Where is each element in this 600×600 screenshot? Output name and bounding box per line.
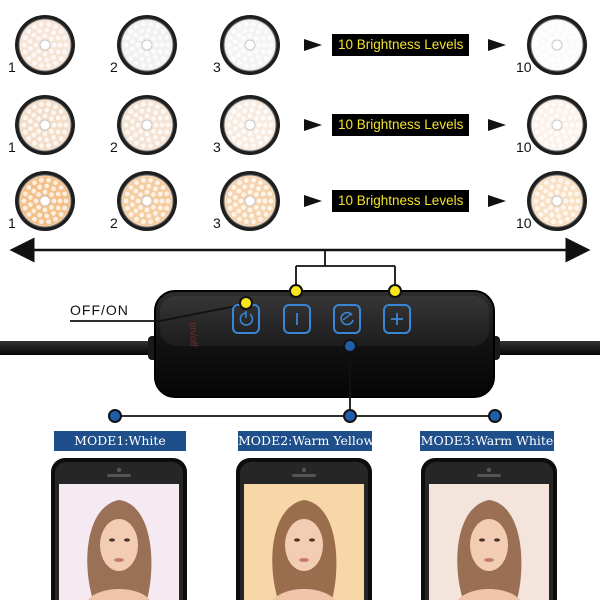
brightness-level-number: 2	[110, 215, 118, 231]
arrow-right-icon	[488, 119, 506, 131]
minus-icon	[296, 313, 298, 325]
arrow-right-icon	[304, 195, 322, 207]
brightness-level-number: 1	[8, 139, 16, 155]
offon-label: OFF/ON	[70, 302, 129, 318]
controller-side-text: on/off	[187, 322, 198, 347]
ring-light-r2-2	[117, 95, 177, 155]
phone-mode3	[421, 458, 557, 600]
minus-indicator-dot	[289, 284, 303, 298]
brightness-level-number: 3	[213, 215, 221, 231]
ring-light-r3-4	[527, 171, 587, 231]
arrow-right-icon	[304, 119, 322, 131]
mode2-label: MODE2:Warm Yellow	[238, 431, 374, 451]
cord-left	[0, 341, 160, 355]
brightness-level-number: 3	[213, 139, 221, 155]
cord-right	[486, 341, 600, 355]
brightness-levels-badge: 10 Brightness Levels	[332, 190, 470, 212]
brightness-level-number: 1	[8, 215, 16, 231]
power-indicator-dot	[239, 296, 253, 310]
mode-icon	[340, 311, 354, 326]
phone-mode1	[51, 458, 187, 600]
ring-light-r1-4	[527, 15, 587, 75]
ring-light-r1-2	[117, 15, 177, 75]
ring-light-r3-3	[220, 171, 280, 231]
mode-button[interactable]	[333, 304, 361, 334]
mode2-dot	[343, 409, 357, 423]
arrow-right-icon	[488, 195, 506, 207]
arrow-right-icon	[488, 39, 506, 51]
ring-light-r2-3	[220, 95, 280, 155]
brightness-level-number: 10	[516, 215, 532, 231]
ring-light-r3-2	[117, 171, 177, 231]
mode-indicator-dot	[343, 339, 357, 353]
brightness-level-number: 10	[516, 139, 532, 155]
ring-light-r3-1	[15, 171, 75, 231]
brightness-level-number: 3	[213, 59, 221, 75]
ring-light-r2-1	[15, 95, 75, 155]
ring-light-r1-1	[15, 15, 75, 75]
ring-light-r1-3	[220, 15, 280, 75]
mode3-dot	[488, 409, 502, 423]
plus-indicator-dot	[388, 284, 402, 298]
mode1-label: MODE1:White	[54, 431, 186, 451]
brightness-level-number: 10	[516, 59, 532, 75]
mode1-dot	[108, 409, 122, 423]
minus-button[interactable]	[283, 304, 311, 334]
mode3-label: MODE3:Warm White	[420, 431, 554, 451]
arrow-right-icon	[304, 39, 322, 51]
brightness-level-number: 2	[110, 139, 118, 155]
power-icon	[239, 311, 254, 326]
plus-button[interactable]	[383, 304, 411, 334]
phone-mode2	[236, 458, 372, 600]
ring-light-r2-4	[527, 95, 587, 155]
brightness-level-number: 2	[110, 59, 118, 75]
plus-icon	[391, 313, 403, 325]
brightness-levels-badge: 10 Brightness Levels	[332, 114, 470, 136]
brightness-levels-badge: 10 Brightness Levels	[332, 34, 470, 56]
brightness-level-number: 1	[8, 59, 16, 75]
